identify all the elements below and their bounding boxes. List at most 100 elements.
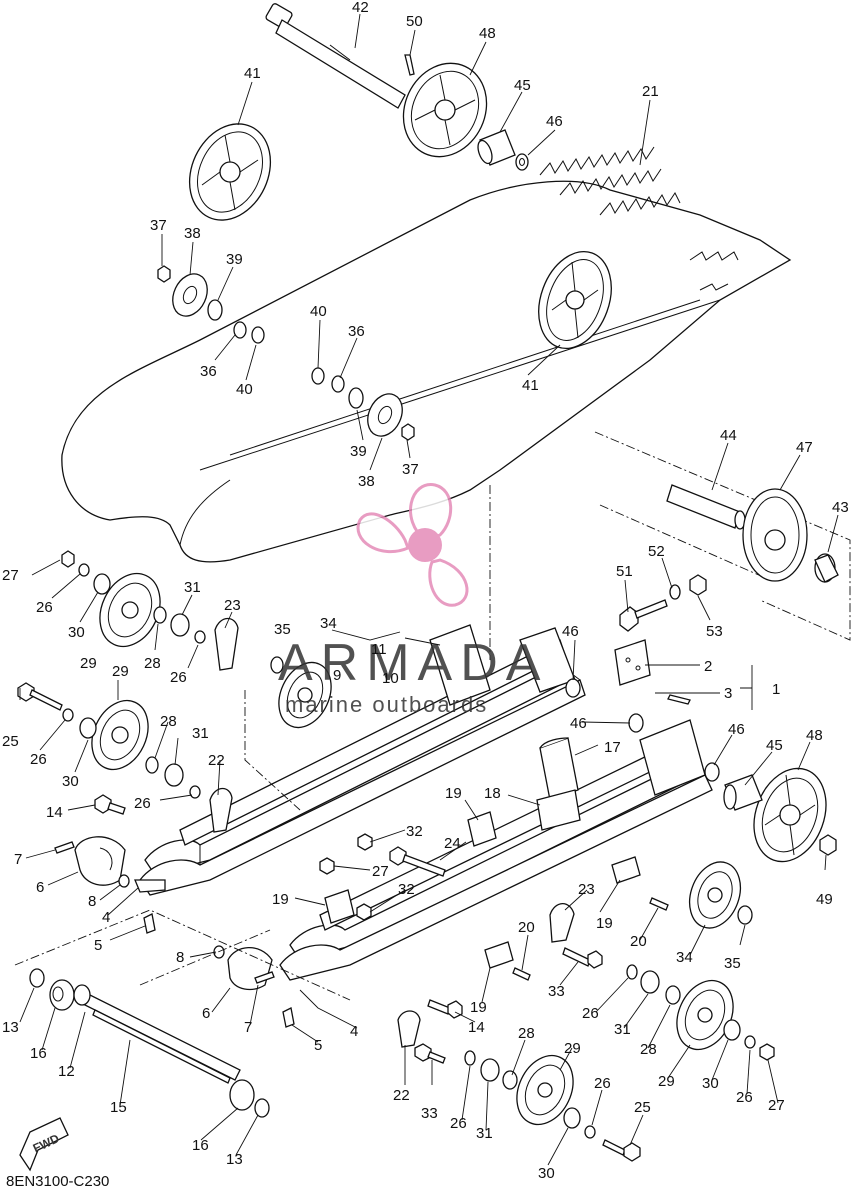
callout-24: 24: [444, 835, 461, 852]
watermark-tagline: marine outboards: [285, 692, 488, 717]
nut-32-lower: [356, 903, 372, 921]
callout-19: 19: [272, 891, 289, 908]
block-19a: [467, 811, 497, 847]
spacer-45-top: [477, 129, 516, 166]
callout-22: 22: [393, 1087, 410, 1104]
callout-38: 38: [358, 473, 375, 490]
track-lugs: [539, 146, 739, 291]
callout-50: 50: [406, 13, 423, 30]
wheel-29-upper-left: [99, 572, 161, 648]
arm-22-lower: [397, 1010, 421, 1048]
collar-30-upper: [93, 573, 111, 595]
nut-27-upper: [61, 550, 75, 568]
callout-29: 29: [564, 1040, 581, 1057]
stopper-6-upper: [74, 836, 126, 886]
callout-7: 7: [244, 1019, 252, 1036]
pin-50: [404, 54, 415, 76]
callout-23: 23: [224, 597, 241, 614]
washer-26-low1: [464, 1050, 476, 1066]
washer-36-left: [233, 321, 247, 339]
shock-mount-17: [539, 737, 579, 801]
wheel-48-top: [402, 62, 488, 158]
callout-7: 7: [14, 851, 22, 868]
callout-49: 49: [816, 891, 833, 908]
callout-19: 19: [470, 999, 487, 1016]
washer-35-upper: [270, 656, 284, 674]
callout-42: 42: [352, 0, 369, 16]
callout-31: 31: [614, 1021, 631, 1038]
callout-4: 4: [102, 909, 110, 926]
bolt-33-upper: [562, 947, 603, 969]
callout-9: 9: [333, 667, 341, 684]
callout-43: 43: [832, 499, 849, 516]
callout-52: 52: [648, 543, 665, 560]
callout-31: 31: [192, 725, 209, 742]
callout-45: 45: [514, 77, 531, 94]
callout-31: 31: [476, 1125, 493, 1142]
callout-14: 14: [46, 804, 63, 821]
bearing-38-left: [172, 273, 208, 317]
screw-5-lower: [282, 1007, 295, 1028]
washer-46-lower: [704, 762, 720, 782]
collar-30-mid: [79, 717, 97, 739]
washer-26-r1: [626, 964, 638, 980]
callout-34: 34: [676, 949, 693, 966]
callout-27: 27: [372, 863, 389, 880]
screw-5-upper: [143, 913, 156, 934]
callout-26: 26: [170, 669, 187, 686]
clip-4-upper: [134, 879, 166, 893]
spacer-28-upper: [153, 606, 167, 624]
collar-30-r: [723, 1019, 741, 1041]
callout-19: 19: [445, 785, 462, 802]
bolt-25-lower: [602, 1139, 641, 1162]
callout-2: 2: [704, 658, 712, 675]
washer-46-upperright: [565, 678, 581, 698]
callout-5: 5: [94, 937, 102, 954]
callout-4: 4: [350, 1023, 358, 1040]
callout-26: 26: [36, 599, 53, 616]
block-19c: [611, 856, 641, 884]
bushing-16-right: [229, 1079, 255, 1111]
callout-26: 26: [30, 751, 47, 768]
collar-31-upper: [170, 613, 190, 637]
callout-13: 13: [226, 1151, 243, 1168]
fwd-arrow-icon: FWD: [19, 1117, 69, 1172]
callout-26: 26: [134, 795, 151, 812]
dash-frame-lower: [14, 690, 351, 1001]
callout-16: 16: [192, 1137, 209, 1154]
wheel-48-lower: [753, 767, 827, 863]
callout-5: 5: [314, 1037, 322, 1054]
washer-35-lower: [737, 905, 753, 925]
rail-bracket-upper: [429, 624, 576, 706]
callout-36: 36: [200, 363, 217, 380]
spacer-28-mid: [145, 756, 159, 774]
wheel-41-top: [188, 123, 272, 221]
callout-12: 12: [58, 1063, 75, 1080]
callout-15: 15: [110, 1099, 127, 1116]
rivet-20-b: [649, 897, 669, 911]
callout-13: 13: [2, 1019, 19, 1036]
washer-26-upper2: [194, 630, 206, 644]
collar-39-mid: [348, 387, 364, 409]
callout-48: 48: [806, 727, 823, 744]
callout-47: 47: [796, 439, 813, 456]
axle-42: [265, 3, 406, 109]
callout-46: 46: [570, 715, 587, 732]
washer-26-mid: [62, 708, 74, 722]
washer-36-mid: [331, 375, 345, 393]
callout-46: 46: [546, 113, 563, 130]
callout-41: 41: [244, 65, 261, 82]
washer-46-mid: [628, 713, 644, 733]
callout-27: 27: [2, 567, 19, 584]
callout-20: 20: [518, 919, 535, 936]
bolt-24: [389, 846, 446, 877]
watermark-name: ARMADA: [278, 634, 548, 692]
callout-34: 34: [320, 615, 337, 632]
slide-rail-right: [279, 734, 713, 981]
callout-21: 21: [642, 83, 659, 100]
callout-36: 36: [348, 323, 365, 340]
bolt-14-upper: [94, 794, 126, 815]
spacer-45-lower: [723, 774, 763, 811]
collar-43: [814, 553, 839, 583]
callout-48: 48: [479, 25, 496, 42]
